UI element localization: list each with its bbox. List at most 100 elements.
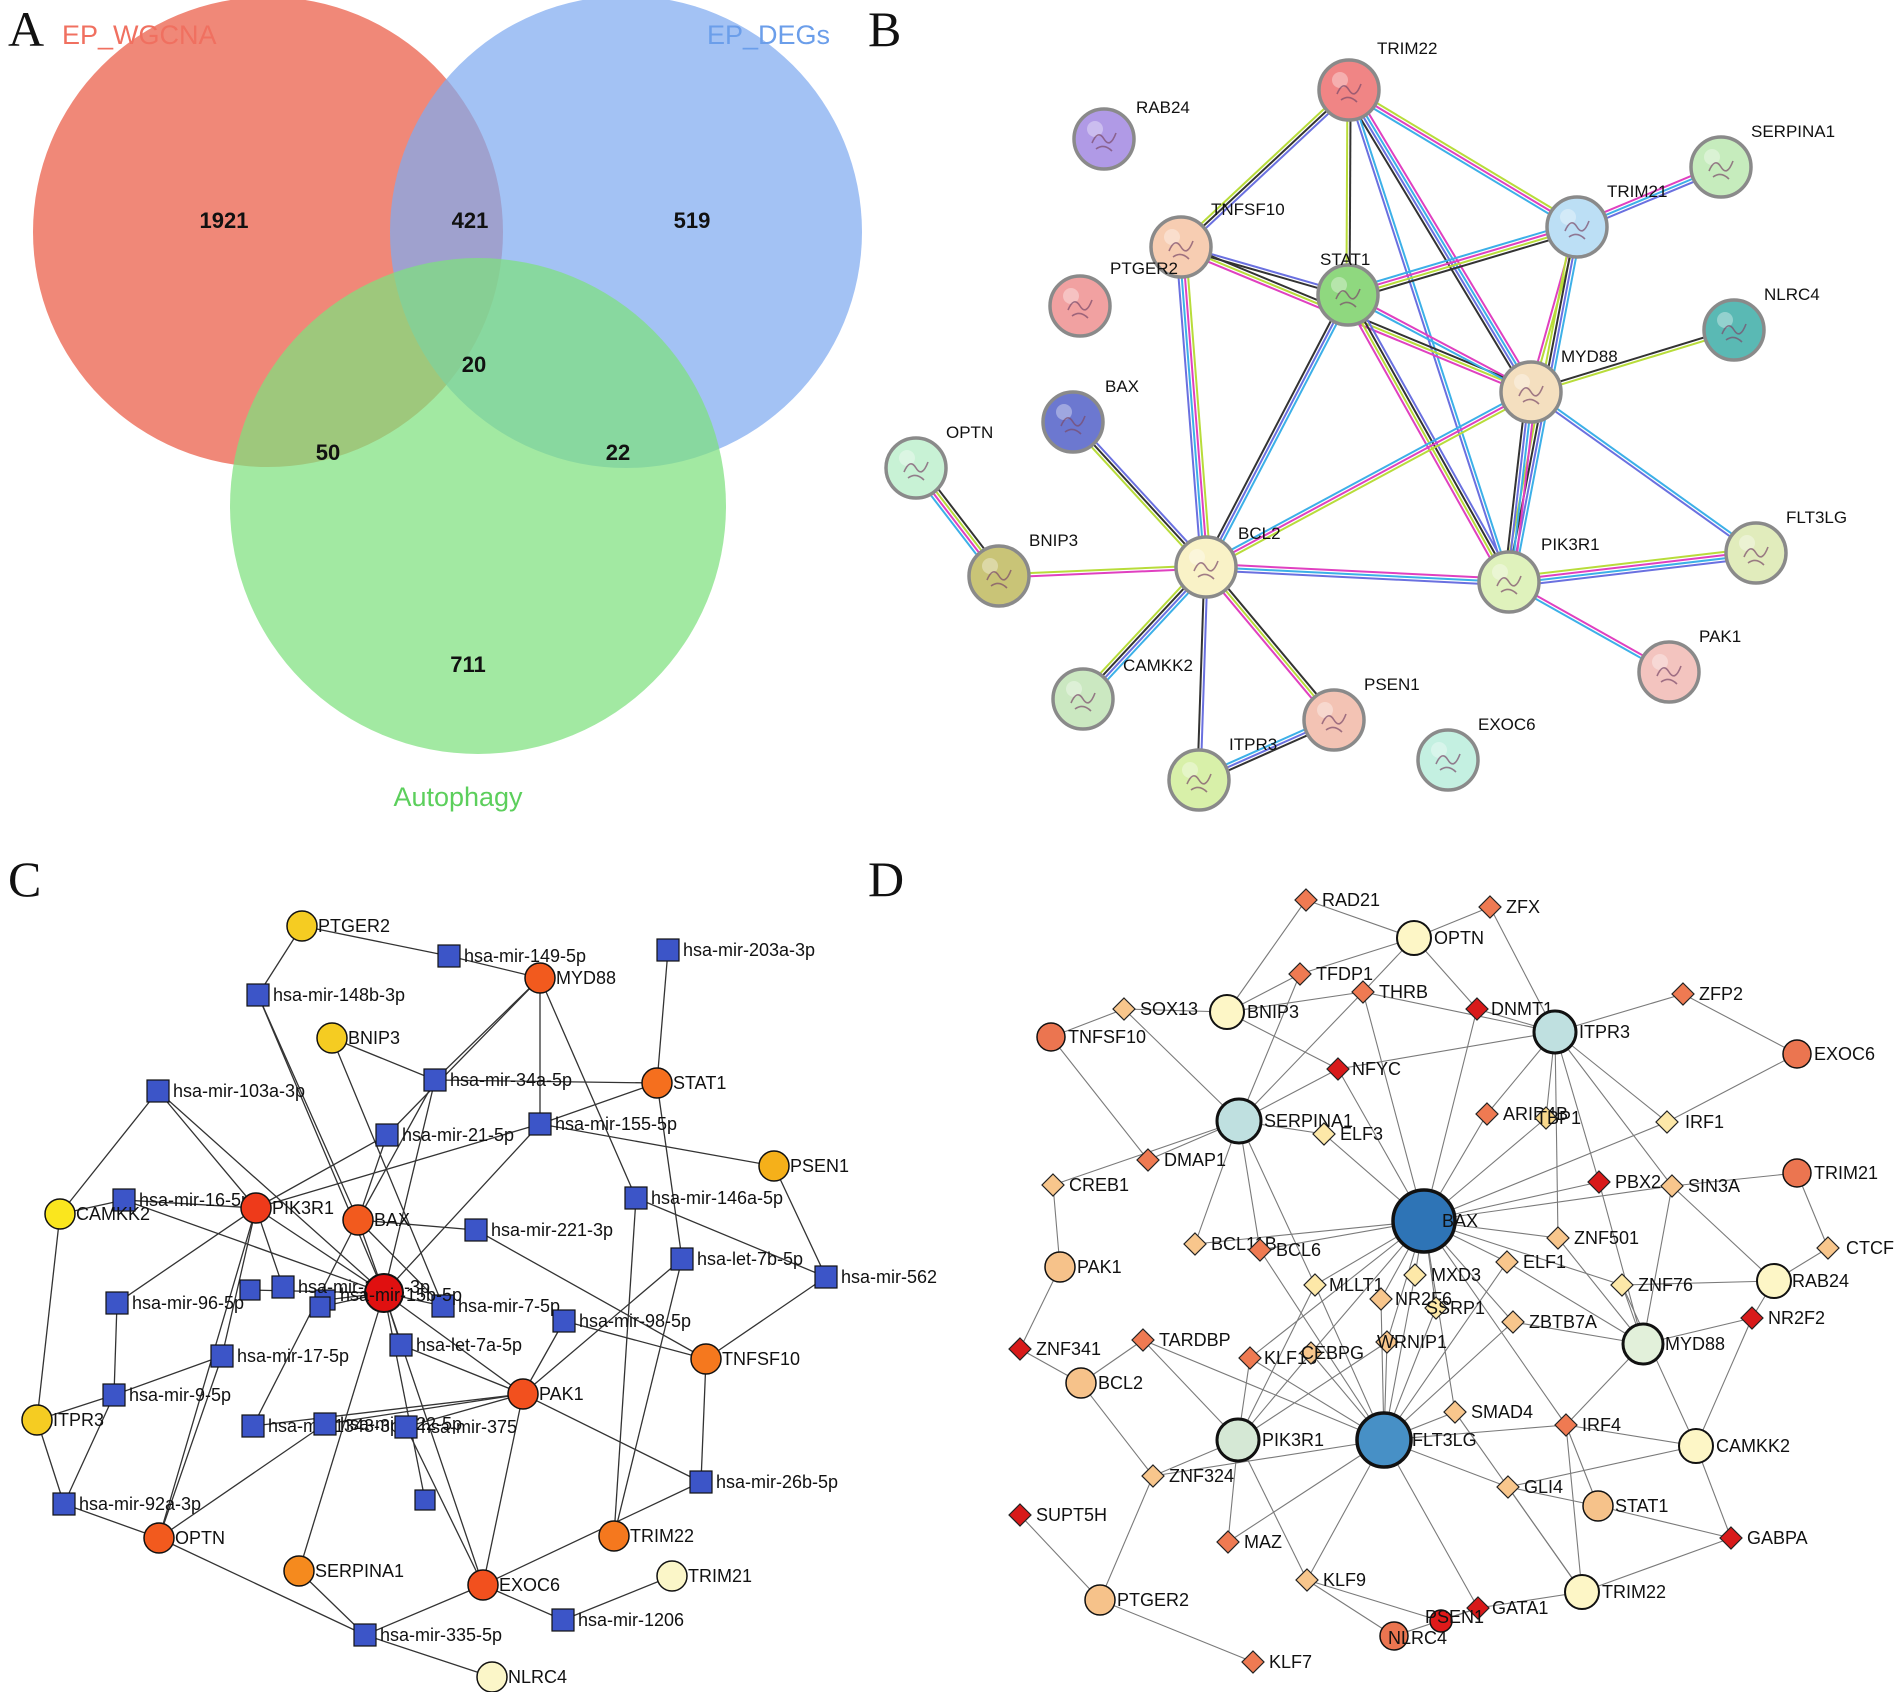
mirna-edge-hsa-mir-375-exoc6 [405,1426,484,1586]
mirna-label-hsa-mir-562: hsa-mir-562 [841,1267,937,1287]
tf-node-dmap1: DMAP1 [1136,1148,1226,1172]
ppi-node-flt3lg: FLT3LG [1724,508,1847,585]
panel-letter-d: D [868,851,904,907]
tf-label-ssrp1: SSRP1 [1426,1298,1485,1318]
tf-node-bcl6: BCL6 [1248,1238,1321,1262]
tf-label-rad21: RAD21 [1322,890,1380,910]
mirna-gene-label-bnip3: BNIP3 [348,1028,400,1048]
tf-node-zbtb7a: ZBTB7A [1501,1310,1597,1334]
ppi-node-stat1: STAT1 [1316,250,1380,327]
mirna-edge-hsa-mir-146a-5p-hsa-mir-562 [635,1197,827,1278]
tf-gene-label-nlrc4: NLRC4 [1388,1628,1447,1648]
ppi-label-pik3r1: PIK3R1 [1541,535,1600,554]
tf-label-irf4: IRF4 [1582,1415,1621,1435]
tf-node-znf324: ZNF324 [1141,1464,1234,1488]
tf-gene-bnip3: BNIP3 [1209,994,1299,1030]
mirna-edge-hsa-mir-34a-5p-hsa-mir-15b-5p [383,1079,436,1294]
mirna-gene-label-camkk2: CAMKK2 [76,1204,150,1224]
tf-edge-serpina1-mllt1 [1238,1120,1316,1286]
mirna-edge-hsa-mir-92a-3p-optn [63,1503,160,1539]
ppi-node-trim21: TRIM21 [1545,182,1667,259]
tf-label-dmap1: DMAP1 [1164,1150,1226,1170]
tf-node-gli4: GLI4 [1496,1475,1563,1499]
tf-edge-itpr3-znf501 [1554,1031,1559,1239]
tf-label-klf7: KLF7 [1269,1652,1312,1672]
tf-node-sin3a: SIN3A [1660,1174,1740,1198]
mirna-edge-stat1-hsa-mir-155-5p [539,1082,658,1125]
mirna-node-hsa-mir-149-5p: hsa-mir-149-5p [437,944,586,968]
mirna-gene-label-tnfsf10: TNFSF10 [722,1349,800,1369]
mirna-gene-camkk2: CAMKK2 [44,1198,150,1230]
tf-gene-label-trim22: TRIM22 [1602,1582,1666,1602]
mirna-edge-hsa-mir-1206-trim21 [562,1575,673,1621]
tf-gene-label-trim21: TRIM21 [1814,1163,1878,1183]
tf-node-smad4: SMAD4 [1443,1400,1533,1424]
tf-edge-bcl2-znf324 [1080,1382,1154,1477]
venn-count-wgcna-degs: 421 [452,208,489,233]
mirna-gene-tnfsf10: TNFSF10 [690,1343,800,1375]
tf-edge-flt3lg-zbtb7a [1383,1321,1514,1441]
venn-label-ep-degs: EP_DEGs [707,20,830,50]
mirna-node-hsa-mir-148b-3p: hsa-mir-148b-3p [246,983,405,1007]
tf-gene-flt3lg: FLT3LG [1355,1411,1477,1469]
tf-label-sox13: SOX13 [1140,999,1198,1019]
mirna-edge-hsa-mir-155-5p-psen1 [539,1123,775,1167]
mirna-node-hsa-mir-1206: hsa-mir-1206 [551,1608,684,1632]
mirna-label-hsa-mir-26b-5p: hsa-mir-26b-5p [716,1472,838,1492]
mirna-edge-hsa-mir-221-3p-bax [357,1219,477,1231]
mirna-edge-hsa-mir-34a-5p-bax [357,1079,436,1221]
mirna-gene-bax: BAX [342,1204,410,1236]
tf-label-tardbp: TARDBP [1159,1330,1231,1350]
tf-gene-pik3r1: PIK3R1 [1215,1417,1324,1463]
mirna-edge-hsa-mir-335-5p-nlrc4 [364,1634,493,1678]
mirna-gene-label-itpr3: ITPR3 [53,1410,104,1430]
tf-label-bcl6: BCL6 [1276,1240,1321,1260]
mirna-node-hsa-mir-375: hsa-mir-375 [394,1415,517,1439]
tf-gene-nlrc4: NLRC4 [1379,1621,1447,1651]
mirna-gene-myd88: MYD88 [524,962,616,994]
panel-letter-a: A [8,1,44,57]
tf-edge-bax-dnmt1 [1423,1008,1478,1222]
ppi-label-camkk2: CAMKK2 [1123,656,1193,675]
mirna-node-hsa-mir-155-5p: hsa-mir-155-5p [528,1112,677,1136]
venn-count-autophagy-only: 711 [450,652,486,677]
mirna-edge-myd88-hsa-mir-21-5p [386,977,541,1136]
tf-gene-psen1: PSEN1 [1425,1607,1484,1633]
mirna-edge-camkk2-itpr3 [36,1213,61,1421]
tf-gene-bax: BAX [1391,1188,1478,1254]
venn-label-ep-wgcna: EP_WGCNA [62,20,217,50]
mirna-label-hsa-mir-17-5p: hsa-mir-17-5p [237,1346,349,1366]
ppi-edge-trim22-stat1 [1345,89,1352,296]
mirna-edge-hsa-mir-221-3p-tnfsf10 [475,1229,707,1360]
tf-label-sin3a: SIN3A [1688,1176,1740,1196]
ppi-edge-myd88-bcl2 [1204,388,1533,571]
mirna-edge-hsa-mir-17-5p-optn [158,1355,223,1539]
ppi-label-bcl2: BCL2 [1238,524,1281,543]
mirna-gene-itpr3: ITPR3 [21,1404,104,1436]
mirna-label-hsa-mir-148b-3p: hsa-mir-148b-3p [273,985,405,1005]
tf-gene-label-rab24: RAB24 [1792,1271,1849,1291]
mirna-node-hsa-let-7a-5p: hsa-let-7a-5p [389,1333,522,1357]
ppi-label-bax: BAX [1105,377,1139,396]
mirna-gene-label-trim22: TRIM22 [630,1526,694,1546]
mirna-gene-trim21: TRIM21 [656,1560,752,1592]
tf-edge-camkk2-irf4 [1565,1424,1697,1447]
tf-gene-trim21: TRIM21 [1782,1158,1878,1188]
tf-gene-rab24: RAB24 [1756,1263,1849,1299]
tf-label-znf501: ZNF501 [1574,1228,1639,1248]
mirna-node-hsa-mir-7-5p: hsa-mir-7-5p [431,1294,560,1318]
tf-node-gabpa: GABPA [1719,1526,1808,1550]
mirna-edge-pik3r1-optn [158,1207,257,1539]
mirna-gene-nlrc4: NLRC4 [476,1661,567,1692]
mirna-edge-hsa-mir-375-pak1 [405,1393,524,1428]
ppi-label-tnfsf10: TNFSF10 [1211,200,1285,219]
tf-gene-label-pik3r1: PIK3R1 [1262,1430,1324,1450]
tf-edge-optn-rad21 [1305,899,1415,939]
mirna-gene-stat1: STAT1 [641,1067,726,1099]
tf-label-mxd3: MXD3 [1431,1265,1481,1285]
tf-gene-ptger2: PTGER2 [1084,1584,1189,1616]
ppi-edge-stat1-bcl2 [1202,293,1352,569]
tf-label-ctcf: CTCF [1846,1238,1894,1258]
